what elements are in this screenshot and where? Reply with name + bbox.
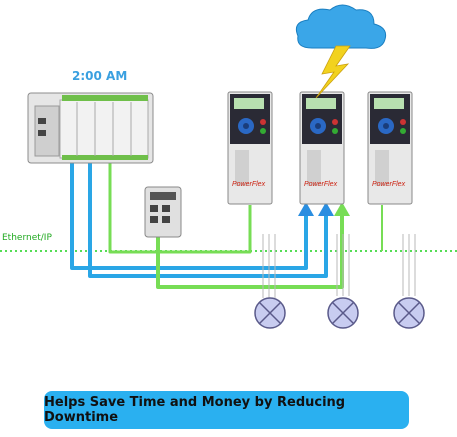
network-cables	[70, 162, 383, 289]
time-label: 2:00 AM	[72, 69, 128, 83]
arrow-up-icon	[334, 202, 350, 216]
ethernet-ip-label: Ethernet/IP	[2, 233, 52, 243]
drive-brand-label: PowerFlex	[304, 181, 338, 188]
ethernet-switch-icon	[144, 186, 182, 238]
arrow-up-icon	[318, 202, 334, 216]
cable-green-to-drive1	[108, 162, 252, 254]
lightning-bolt-icon	[315, 45, 351, 99]
plc-controller-icon	[27, 92, 154, 164]
drive-brand-label: PowerFlex	[372, 181, 406, 188]
drive-brand-label: PowerFlex	[232, 181, 266, 188]
motor-wires	[262, 234, 416, 298]
arrow-up-icon	[298, 202, 314, 216]
motor-lamp-icon	[254, 297, 286, 329]
banner-text: Helps Save Time and Money by Reducing Do…	[44, 395, 346, 425]
arrows	[298, 202, 350, 216]
motor-lamp-icon	[327, 297, 359, 329]
cloud-icon	[295, 4, 387, 49]
variable-frequency-drive-icon: PowerFlex	[227, 91, 273, 205]
cable-green-switch	[156, 214, 344, 289]
variable-frequency-drive-icon: PowerFlex	[367, 91, 413, 205]
variable-frequency-drive-icon: PowerFlex	[299, 91, 345, 205]
cable-blue-inner	[88, 162, 328, 278]
cable-blue-outer	[70, 162, 308, 270]
summary-banner: Helps Save Time and Money by Reducing Do…	[44, 391, 409, 429]
motor-lamp-icon	[393, 297, 425, 329]
